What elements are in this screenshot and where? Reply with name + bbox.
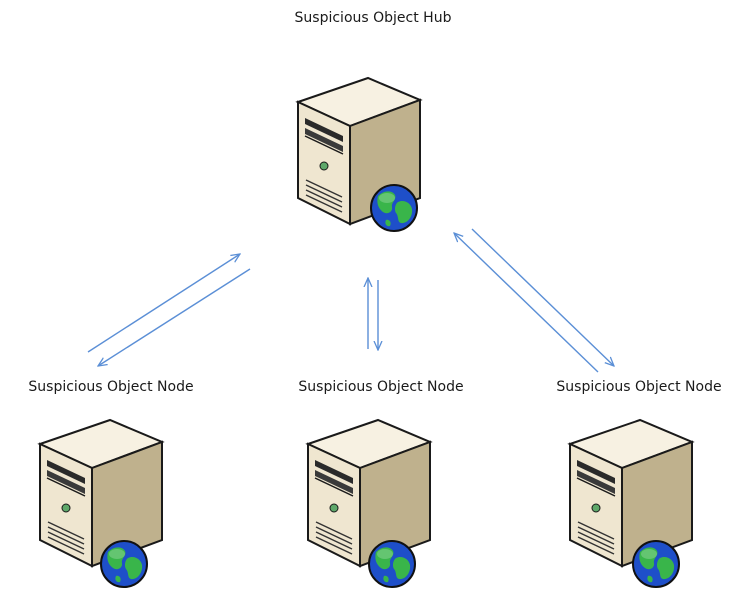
node-server-icon-right: [569, 419, 693, 567]
node-globe-icon-right: [632, 540, 680, 588]
node-label-left: Suspicious Object Node: [28, 379, 194, 395]
hub-globe-icon: [370, 184, 418, 232]
node-server-icon-center: [307, 419, 431, 567]
node-globe-icon-center: [368, 540, 416, 588]
node-server-icon-left: [39, 419, 163, 567]
node-label-right: Suspicious Object Node: [556, 379, 722, 395]
arrow-hub-to-right-node: [471, 228, 614, 366]
arrow-left-node-to-hub: [87, 254, 240, 353]
hub-label: Suspicious Object Hub: [294, 10, 452, 26]
arrow-hub-to-left-node: [98, 268, 251, 366]
node-label-center: Suspicious Object Node: [298, 379, 464, 395]
arrow-right-node-to-hub: [454, 233, 599, 373]
node-globe-icon-left: [100, 540, 148, 588]
